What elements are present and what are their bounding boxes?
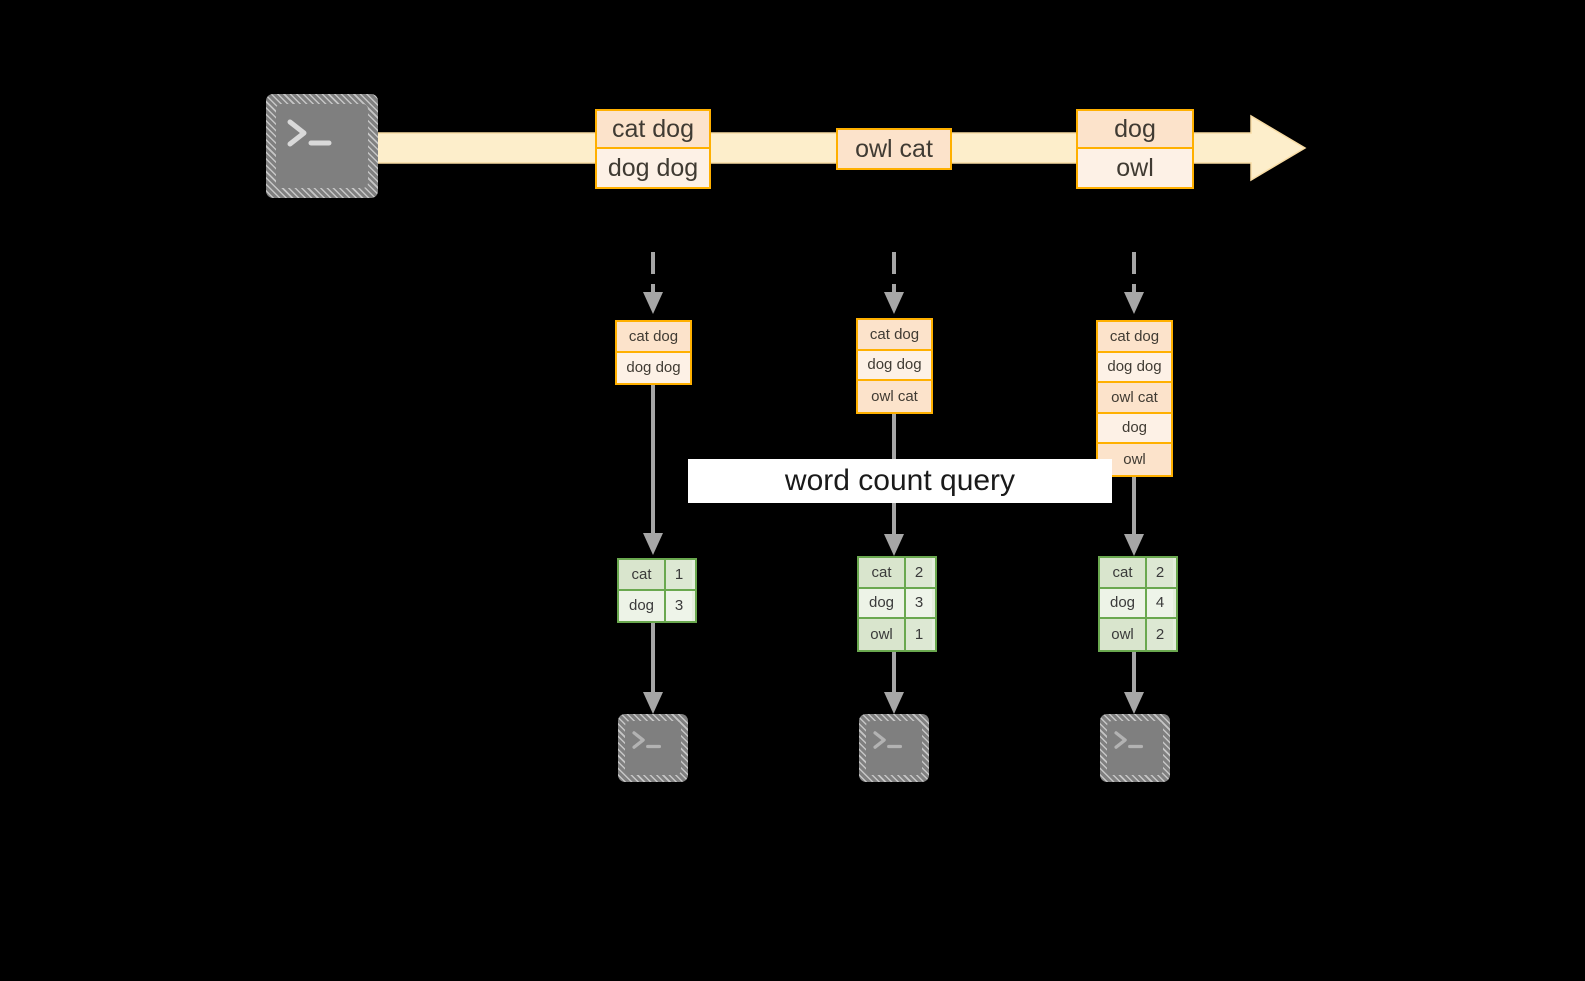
message-line: dog dog [597, 149, 709, 187]
stream-message-3: dog owl [1076, 109, 1194, 189]
message-line: owl cat [838, 130, 950, 168]
table-row: cat 2 [859, 558, 935, 589]
terminal-screen [625, 721, 681, 775]
word-cell: owl [859, 619, 906, 650]
query-label: word count query [688, 459, 1112, 503]
count-cell: 1 [666, 560, 692, 589]
sink-terminal-icon-1 [618, 714, 688, 782]
count-cell: 2 [1147, 558, 1173, 587]
word-cell: dog [859, 588, 906, 617]
terminal-prompt-glyph [287, 119, 332, 147]
snapshot-box-2: cat dog dog dog owl cat [856, 318, 933, 414]
count-cell: 3 [906, 588, 932, 617]
sink-terminal-icon-3 [1100, 714, 1170, 782]
terminal-prompt-glyph [1114, 730, 1144, 749]
count-cell: 3 [666, 590, 692, 621]
table-row: owl 2 [1100, 619, 1176, 650]
message-line: dog [1078, 111, 1192, 149]
solid-connector-result-to-sink-2 [884, 651, 904, 714]
word-cell: owl [1100, 619, 1147, 650]
solid-connector-snapshot-to-result-3 [1124, 474, 1144, 556]
snapshot-line: owl cat [1098, 383, 1171, 414]
dashed-connector-1 [643, 252, 663, 314]
table-row: dog 4 [1100, 588, 1176, 619]
solid-connector-snapshot-to-result-1 [643, 383, 663, 555]
solid-connector-result-to-sink-3 [1124, 651, 1144, 714]
terminal-prompt-glyph [632, 730, 662, 749]
stream-message-1: cat dog dog dog [595, 109, 711, 189]
word-cell: cat [859, 558, 906, 587]
result-table-1: cat 1 dog 3 [617, 558, 697, 623]
source-terminal-icon [266, 94, 378, 198]
count-cell: 2 [906, 558, 932, 587]
word-cell: cat [1100, 558, 1147, 587]
table-row: dog 3 [859, 588, 935, 619]
result-table-3: cat 2 dog 4 owl 2 [1098, 556, 1178, 652]
dashed-connector-2 [884, 252, 904, 314]
terminal-screen [866, 721, 922, 775]
count-cell: 4 [1147, 588, 1173, 617]
count-cell: 2 [1147, 619, 1173, 650]
snapshot-box-3: cat dog dog dog owl cat dog owl [1096, 320, 1173, 477]
snapshot-line: dog dog [858, 350, 931, 381]
word-cell: cat [619, 560, 666, 589]
stream-message-2: owl cat [836, 128, 952, 170]
snapshot-line: dog dog [617, 352, 690, 383]
message-line: cat dog [597, 111, 709, 149]
sink-terminal-icon-2 [859, 714, 929, 782]
solid-connector-result-to-sink-1 [643, 622, 663, 714]
snapshot-line: dog dog [1098, 352, 1171, 383]
snapshot-line: cat dog [1098, 322, 1171, 353]
word-cell: dog [1100, 588, 1147, 617]
snapshot-line: cat dog [858, 320, 931, 351]
snapshot-box-1: cat dog dog dog [615, 320, 692, 385]
word-cell: dog [619, 590, 666, 621]
count-cell: 1 [906, 619, 932, 650]
terminal-screen [1107, 721, 1163, 775]
terminal-screen [276, 104, 368, 188]
snapshot-line: cat dog [617, 322, 690, 353]
table-row: owl 1 [859, 619, 935, 650]
message-line: owl [1078, 149, 1192, 187]
terminal-prompt-glyph [873, 730, 903, 749]
table-row: dog 3 [619, 590, 695, 621]
table-row: cat 2 [1100, 558, 1176, 589]
snapshot-line: dog [1098, 413, 1171, 444]
result-table-2: cat 2 dog 3 owl 1 [857, 556, 937, 652]
table-row: cat 1 [619, 560, 695, 591]
snapshot-line: owl cat [858, 381, 931, 412]
dashed-connector-3 [1124, 252, 1144, 314]
